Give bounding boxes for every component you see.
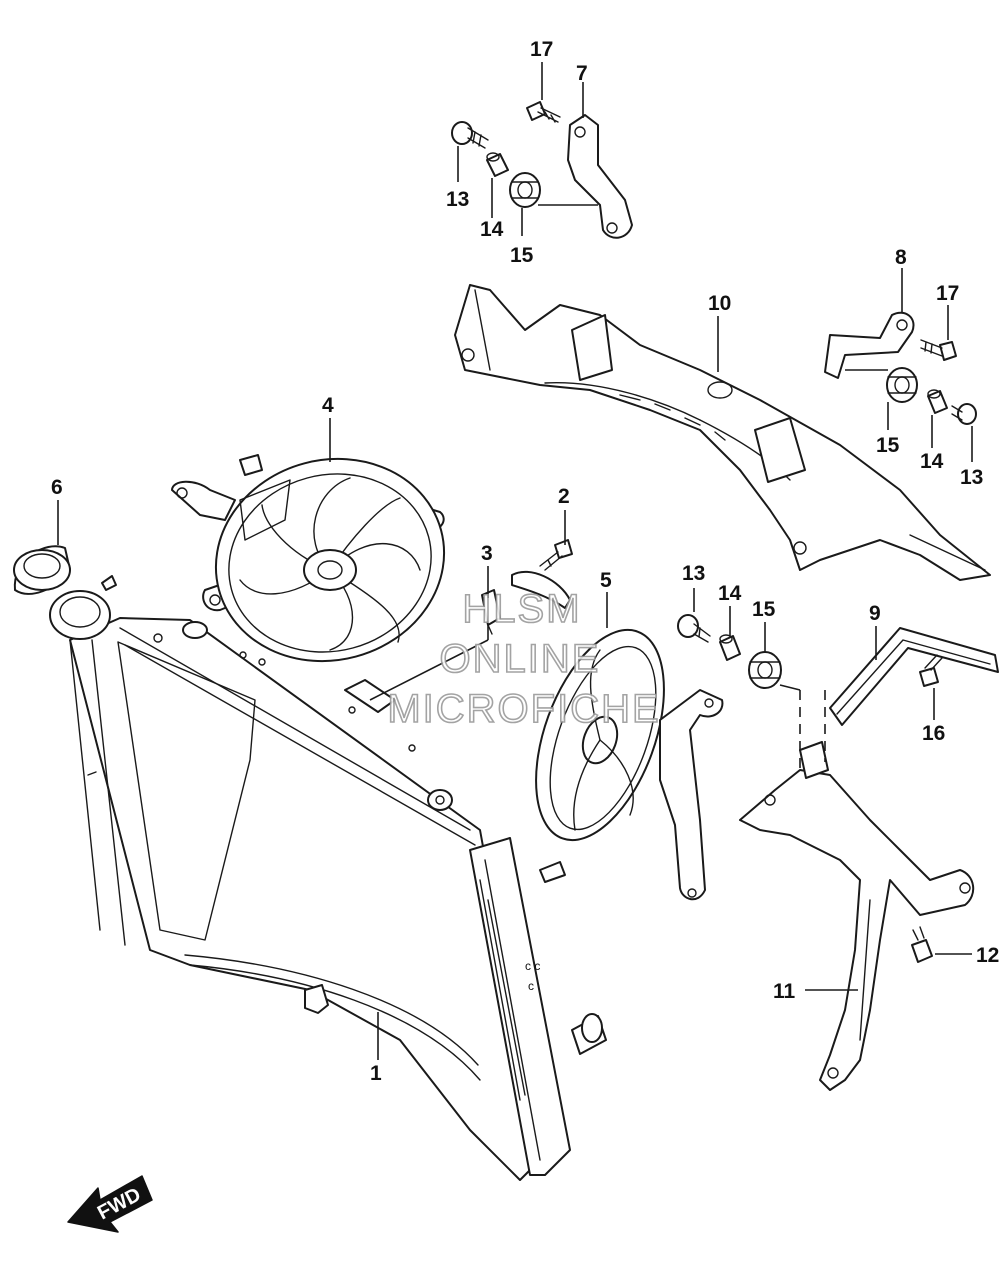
callout-2: 2	[558, 485, 570, 508]
bracket-8-part	[824, 311, 915, 379]
stay-9-part	[829, 627, 999, 726]
callout-14-right: 14	[920, 450, 944, 473]
callout-17-top: 17	[530, 38, 553, 61]
bolt-2-part	[539, 539, 573, 571]
bolt-13a-part	[451, 121, 489, 149]
callout-14-top: 14	[480, 218, 504, 241]
grommet-15b-part	[886, 367, 918, 403]
collar-14b-part	[927, 389, 948, 414]
callout-13-mid: 13	[682, 562, 705, 585]
callout-12: 12	[976, 944, 999, 967]
callout-11: 11	[773, 980, 796, 1003]
radiator-part: c c c	[49, 575, 607, 1181]
callout-15-mid: 15	[752, 598, 776, 621]
bolt-13b-part	[951, 403, 977, 425]
callout-13-right: 13	[960, 466, 983, 489]
callout-6: 6	[51, 476, 63, 499]
callout-1: 1	[370, 1062, 382, 1085]
callout-14-mid: 14	[718, 582, 742, 605]
watermark: HLSM ONLINE MICROFICHE	[387, 586, 660, 732]
callout-9: 9	[869, 602, 881, 625]
callout-8: 8	[895, 246, 907, 269]
radiator-cap-part	[13, 545, 71, 595]
watermark-line-2: ONLINE	[440, 637, 601, 681]
fwd-direction-arrow: FWD	[67, 1175, 153, 1233]
callout-16: 16	[922, 722, 945, 745]
grommet-15c-part	[748, 651, 782, 689]
watermark-line-3: MICROFICHE	[387, 687, 660, 731]
callout-3: 3	[481, 542, 493, 565]
callout-15-top: 15	[510, 244, 534, 267]
collar-14c-part	[719, 634, 741, 661]
cooling-fan-assembly-part	[171, 454, 446, 663]
callout-7: 7	[576, 62, 588, 85]
bracket-11-part	[739, 741, 975, 1091]
callout-10: 10	[708, 292, 731, 315]
callout-15-right: 15	[876, 434, 900, 457]
collar-14a-part	[486, 152, 509, 177]
callout-17-right: 17	[936, 282, 959, 305]
bolt-16-part	[919, 654, 943, 687]
callout-13-top: 13	[446, 188, 469, 211]
callout-labels: 1 2 3 4 5 6 7 8 9 10 11 12 13 13 13 14 1…	[51, 38, 999, 1085]
callout-5: 5	[600, 569, 612, 592]
leader-lines	[57, 62, 973, 1060]
bolt-17b-part	[920, 339, 957, 361]
callout-4: 4	[322, 394, 334, 417]
grommet-15a-part	[509, 172, 541, 208]
bolt-12-part	[911, 926, 933, 963]
bracket-7-part	[567, 114, 633, 239]
svg-text:c: c	[528, 979, 534, 993]
svg-text:c c: c c	[525, 959, 540, 973]
watermark-line-1: HLSM	[462, 587, 581, 631]
bolt-17a-part	[526, 101, 561, 123]
second-fan-part	[511, 570, 724, 901]
air-guide-part	[454, 284, 991, 581]
bolt-13c-part	[677, 614, 711, 643]
